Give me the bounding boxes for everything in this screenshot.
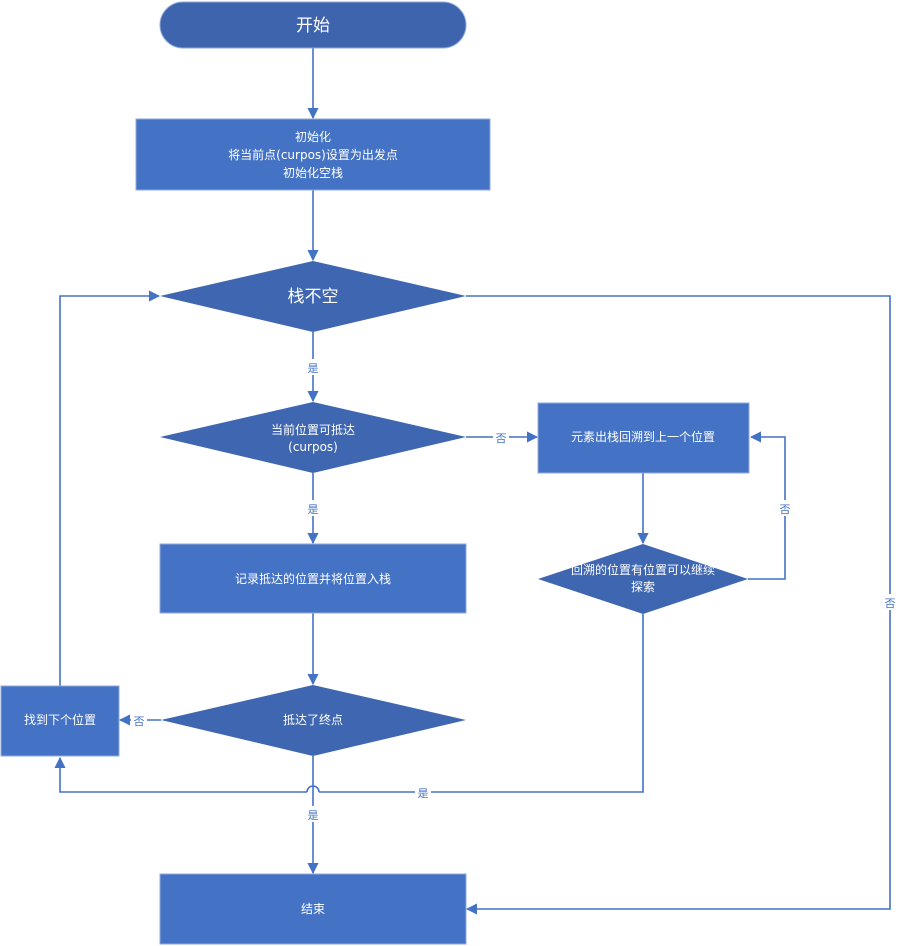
can-continue-line-2: 探索 [631, 580, 655, 594]
label-reachable-yes: 是 [308, 503, 319, 516]
node-find-next: 找到下个位置 [0, 685, 120, 757]
init-line-3: 初始化空栈 [283, 165, 343, 180]
pop-back-label: 元素出栈回溯到上一个位置 [571, 429, 715, 444]
find-next-label: 找到下个位置 [24, 712, 96, 727]
label-end-yes: 是 [308, 809, 319, 822]
label-stack-no: 否 [885, 597, 896, 610]
node-end: 结束 [159, 873, 467, 945]
label-end-no: 否 [134, 715, 145, 728]
node-init: 初始化 将当前点(curpos)设置为出发点 初始化空栈 [135, 118, 491, 191]
node-start: 开始 [159, 1, 467, 49]
label-continue-yes: 是 [418, 787, 429, 800]
label-continue-no: 否 [780, 503, 791, 516]
start-label: 开始 [296, 16, 330, 36]
node-record-push: 记录抵达的位置并将位置入栈 [159, 543, 467, 614]
can-continue-line-1: 回溯的位置有位置可以继续 [571, 562, 715, 577]
reached-end-label: 抵达了终点 [283, 712, 343, 727]
init-line-1: 初始化 [295, 130, 331, 144]
node-reached-end: 抵达了终点 [161, 685, 466, 756]
record-push-label: 记录抵达的位置并将位置入栈 [235, 571, 391, 586]
edge-continue-yes-tail [54, 756, 307, 793]
node-reachable: 当前位置可抵达 (curpos) [160, 402, 466, 473]
node-can-continue: 回溯的位置有位置可以继续 探索 [538, 544, 748, 614]
node-stack-not-empty: 栈不空 [160, 261, 466, 332]
end-label: 结束 [301, 902, 325, 916]
reachable-line-1: 当前位置可抵达 [271, 422, 355, 437]
edge-findnext-stack [59, 290, 161, 686]
label-reachable-no: 否 [496, 432, 507, 445]
edge-labels: 是 是 否 否 否 否 是 是 [131, 359, 898, 822]
init-line-2: 将当前点(curpos)设置为出发点 [228, 147, 398, 162]
edge-stack-no [465, 295, 891, 915]
node-pop-back: 元素出栈回溯到上一个位置 [537, 402, 750, 474]
label-stack-yes: 是 [308, 362, 319, 375]
stack-not-empty-label: 栈不空 [288, 287, 339, 307]
reachable-line-2: (curpos) [288, 440, 338, 454]
